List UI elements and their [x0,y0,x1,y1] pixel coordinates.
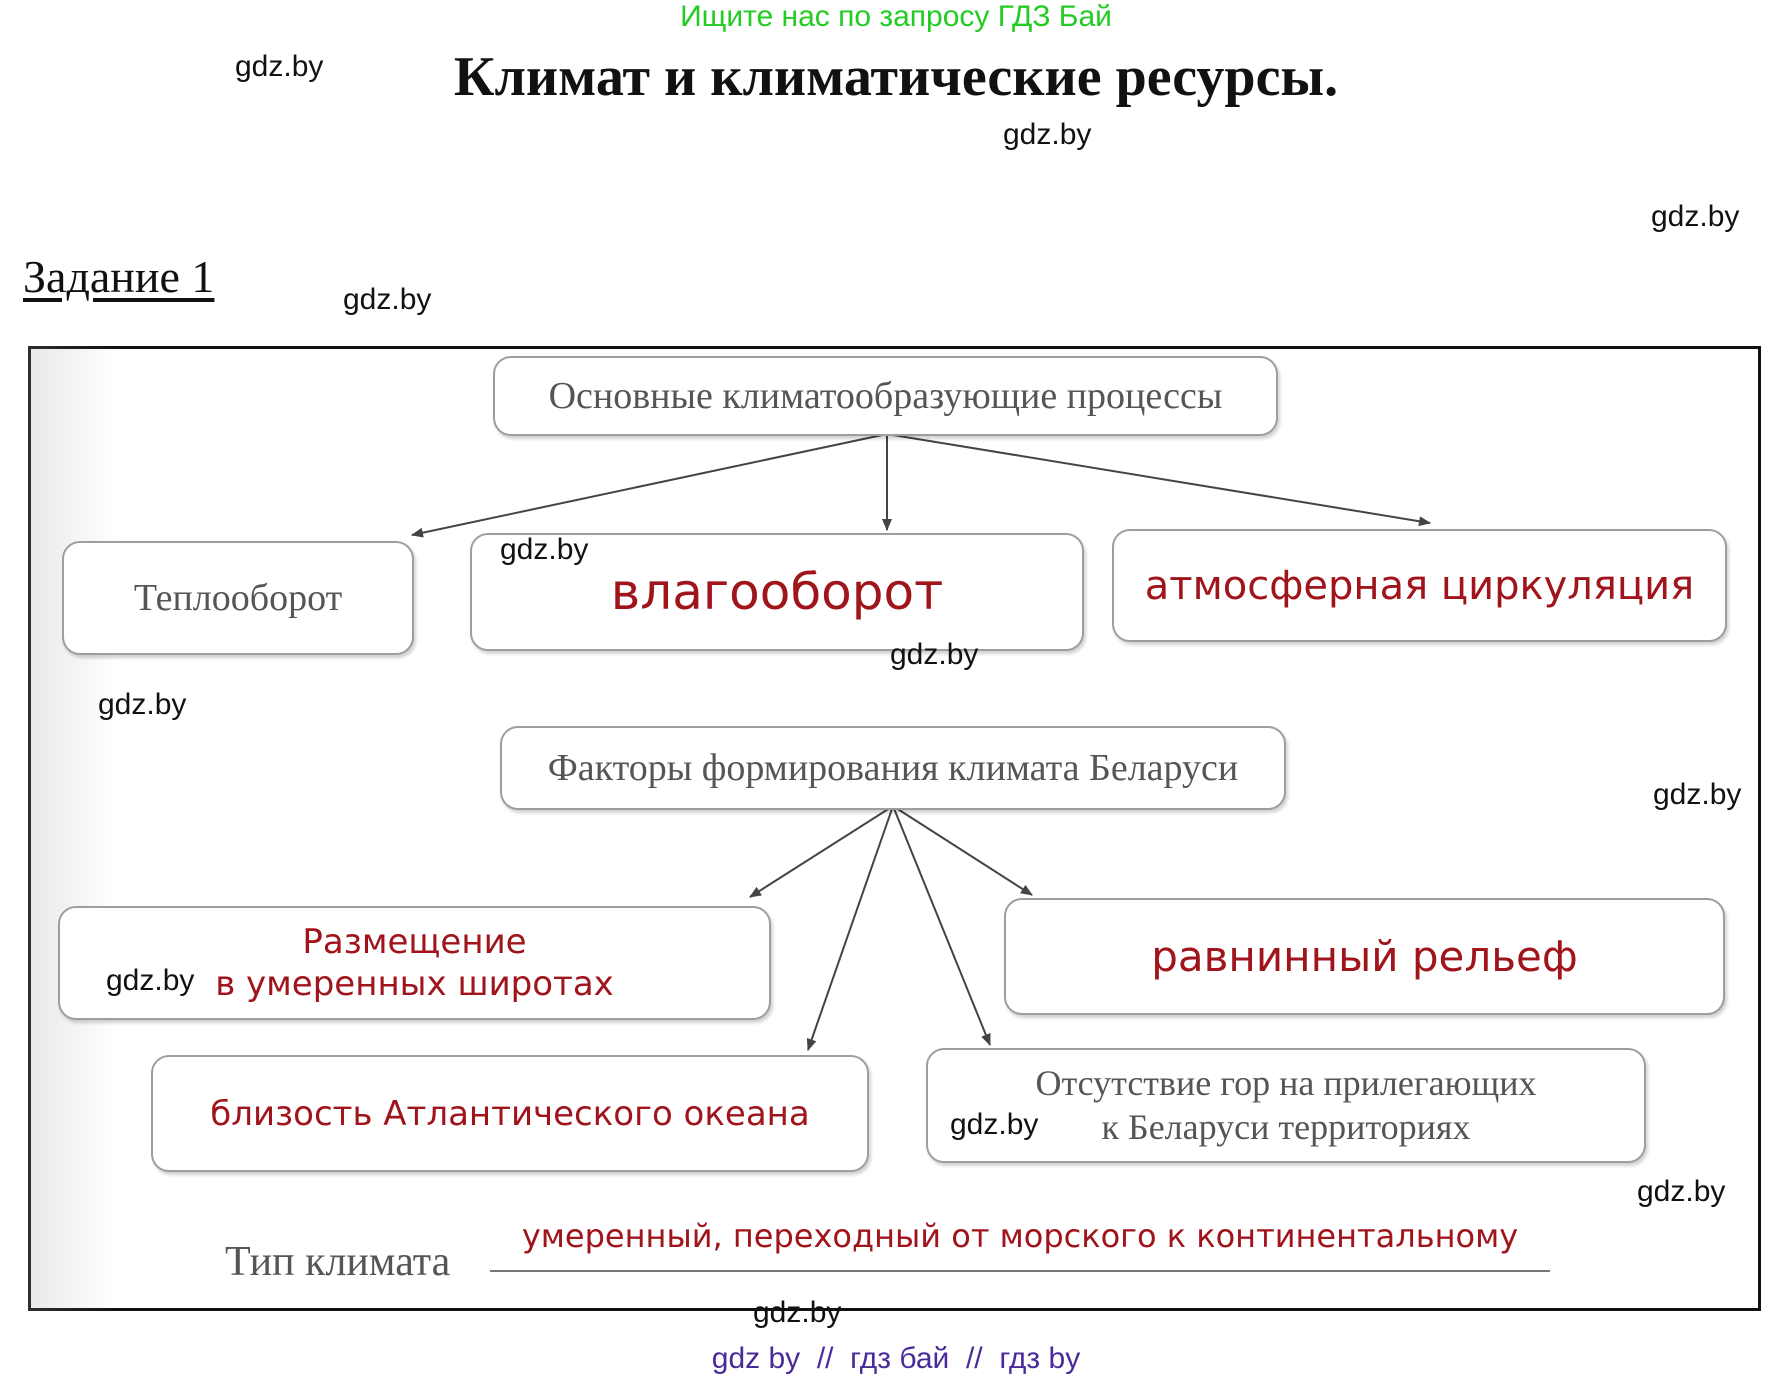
task-label: Задание 1 [23,251,215,302]
latitude-factor-box: Размещение в умеренных широтах [58,906,771,1020]
watermark: gdz.by [235,50,324,83]
watermark: gdz.by [1653,778,1742,811]
climate-type-label: Тип климата [225,1239,451,1285]
scan-shadow [28,346,118,1311]
mountains-factor-box: Отсутствие гор на прилегающих к Беларуси… [926,1048,1646,1163]
atmospheric-circulation-box: атмосферная циркуляция [1112,529,1727,642]
atlantic-factor-box: близость Атлантического океана [151,1055,869,1172]
page-title: Климат и климатические ресурсы. [453,46,1339,108]
climate-type-underline [490,1270,1550,1272]
factors-root-box: Факторы формирования климата Беларуси [500,726,1286,810]
watermark: gdz.by [753,1296,842,1329]
footer-links: gdz by // гдз бай // гдз by [711,1342,1081,1375]
watermark: gdz.by [1651,200,1740,233]
heat-exchange-box: Теплооборот [62,541,414,655]
watermark: gdz.by [890,638,979,671]
climate-type-value: умеренный, переходный от морского к конт… [521,1217,1519,1255]
watermark: gdz.by [343,283,432,316]
watermark: gdz.by [950,1108,1039,1141]
watermark: gdz.by [98,688,187,721]
mountains-factor-line2: к Беларуси территориях [1101,1106,1471,1147]
watermark: gdz.by [500,533,589,566]
mountains-factor-line1: Отсутствие гор на прилегающих [1035,1063,1537,1104]
latitude-factor-line1: Размещение [302,921,527,962]
moisture-exchange-box: влагооборот [470,533,1084,651]
processes-root-box: Основные климатообразующие процессы [493,356,1278,436]
watermark: gdz.by [1003,118,1092,151]
search-banner: Ищите нас по запросу ГДЗ Бай [680,0,1112,33]
watermark: gdz.by [1637,1175,1726,1208]
relief-factor-box: равнинный рельеф [1004,898,1725,1015]
latitude-factor-line2: в умеренных широтах [215,964,614,1004]
watermark: gdz.by [106,964,195,997]
